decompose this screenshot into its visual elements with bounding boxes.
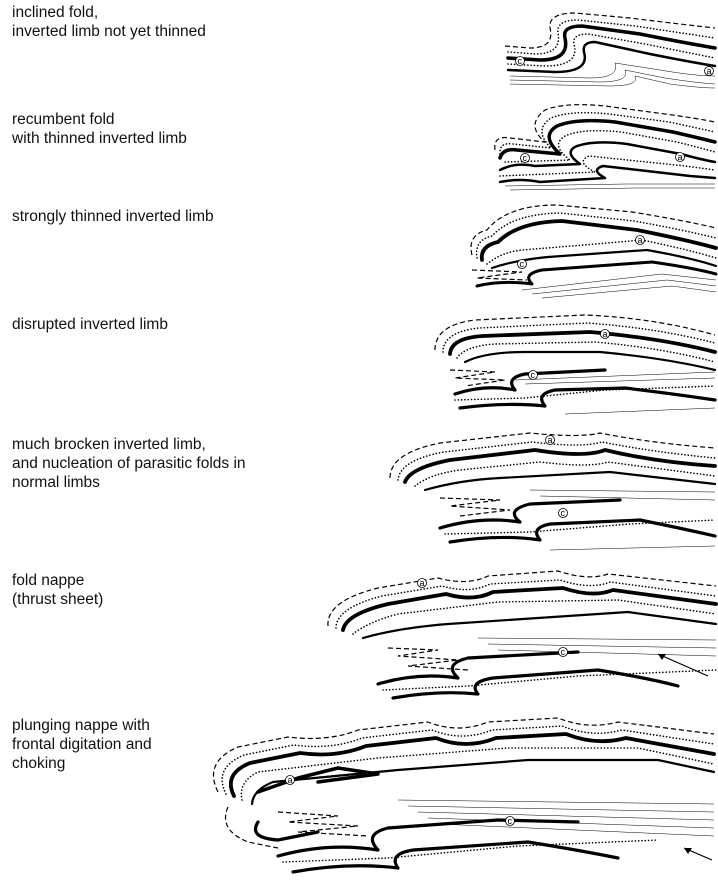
stage-6-fold-diagram: c a bbox=[318, 566, 718, 706]
stage-7-label-line-2: frontal digitation and bbox=[12, 735, 152, 754]
svg-text:c: c bbox=[531, 370, 536, 380]
svg-text:a: a bbox=[288, 775, 293, 785]
svg-text:a: a bbox=[707, 66, 712, 76]
svg-text:c: c bbox=[518, 56, 523, 66]
stage-4-fold-diagram: c a bbox=[425, 310, 718, 420]
stage-2-fold-diagram: c a bbox=[485, 100, 717, 192]
svg-text:a: a bbox=[603, 329, 608, 339]
stage-1-fold-diagram: c a bbox=[500, 8, 718, 90]
stage-5-label-line-1: much brocken inverted limb, bbox=[12, 435, 246, 454]
stage-7-marker-a: a bbox=[286, 775, 295, 785]
stage-7-label-line-3: choking bbox=[12, 754, 152, 773]
stage-4-label: disrupted inverted limb bbox=[12, 315, 168, 334]
stage-2-label: recumbent fold with thinned inverted lim… bbox=[12, 110, 187, 148]
stage-5-label-line-2: and nucleation of parasitic folds in bbox=[12, 454, 246, 473]
stage-1-marker-a: a bbox=[705, 66, 714, 76]
stage-7-label: plunging nappe with frontal digitation a… bbox=[12, 716, 152, 773]
stage-3-marker-a: a bbox=[636, 235, 645, 245]
svg-text:c: c bbox=[561, 647, 566, 657]
stage-5-fold-diagram: c a bbox=[380, 428, 718, 556]
svg-text:c: c bbox=[523, 153, 528, 163]
stage-2-label-line-1: recumbent fold bbox=[12, 110, 187, 129]
stage-3-marker-c: c bbox=[518, 259, 527, 269]
svg-text:a: a bbox=[548, 435, 553, 445]
stage-6-label: fold nappe (thrust sheet) bbox=[12, 571, 103, 609]
stage-2-marker-c: c bbox=[521, 153, 530, 163]
stage-2-label-line-2: with thinned inverted limb bbox=[12, 129, 187, 148]
svg-text:c: c bbox=[508, 816, 513, 826]
stage-4-marker-c: c bbox=[529, 370, 538, 380]
stage-1-label-line-2: inverted limb not yet thinned bbox=[12, 22, 206, 41]
svg-text:a: a bbox=[638, 235, 643, 245]
stage-6-label-line-2: (thrust sheet) bbox=[12, 590, 103, 609]
stage-7-label-line-1: plunging nappe with bbox=[12, 716, 152, 735]
stage-3-fold-diagram: c a bbox=[462, 200, 718, 300]
stage-5-label-line-3: normal limbs bbox=[12, 473, 246, 492]
stage-5-label: much brocken inverted limb, and nucleati… bbox=[12, 435, 246, 492]
stage-7-marker-c: c bbox=[506, 816, 515, 826]
stage-3-label-line-1: strongly thinned inverted limb bbox=[12, 207, 214, 226]
stage-7-fold-diagram: c a bbox=[198, 712, 716, 878]
stage-1-label-line-1: inclined fold, bbox=[12, 3, 206, 22]
stage-4-marker-a: a bbox=[601, 329, 610, 339]
stage-1-label: inclined fold, inverted limb not yet thi… bbox=[12, 3, 206, 41]
svg-text:a: a bbox=[678, 152, 683, 162]
stage-6-marker-c: c bbox=[559, 647, 568, 657]
stage-3-label: strongly thinned inverted limb bbox=[12, 207, 214, 226]
stage-1-marker-c: c bbox=[516, 56, 525, 66]
stage-6-marker-a: a bbox=[418, 578, 427, 588]
stage-2-marker-a: a bbox=[676, 152, 685, 162]
stage-6-label-line-1: fold nappe bbox=[12, 571, 103, 590]
stage-5-marker-a: a bbox=[546, 435, 555, 445]
svg-text:c: c bbox=[520, 259, 525, 269]
svg-text:a: a bbox=[420, 578, 425, 588]
stage-5-marker-c: c bbox=[559, 508, 568, 518]
svg-text:c: c bbox=[561, 508, 566, 518]
stage-4-label-line-1: disrupted inverted limb bbox=[12, 315, 168, 334]
